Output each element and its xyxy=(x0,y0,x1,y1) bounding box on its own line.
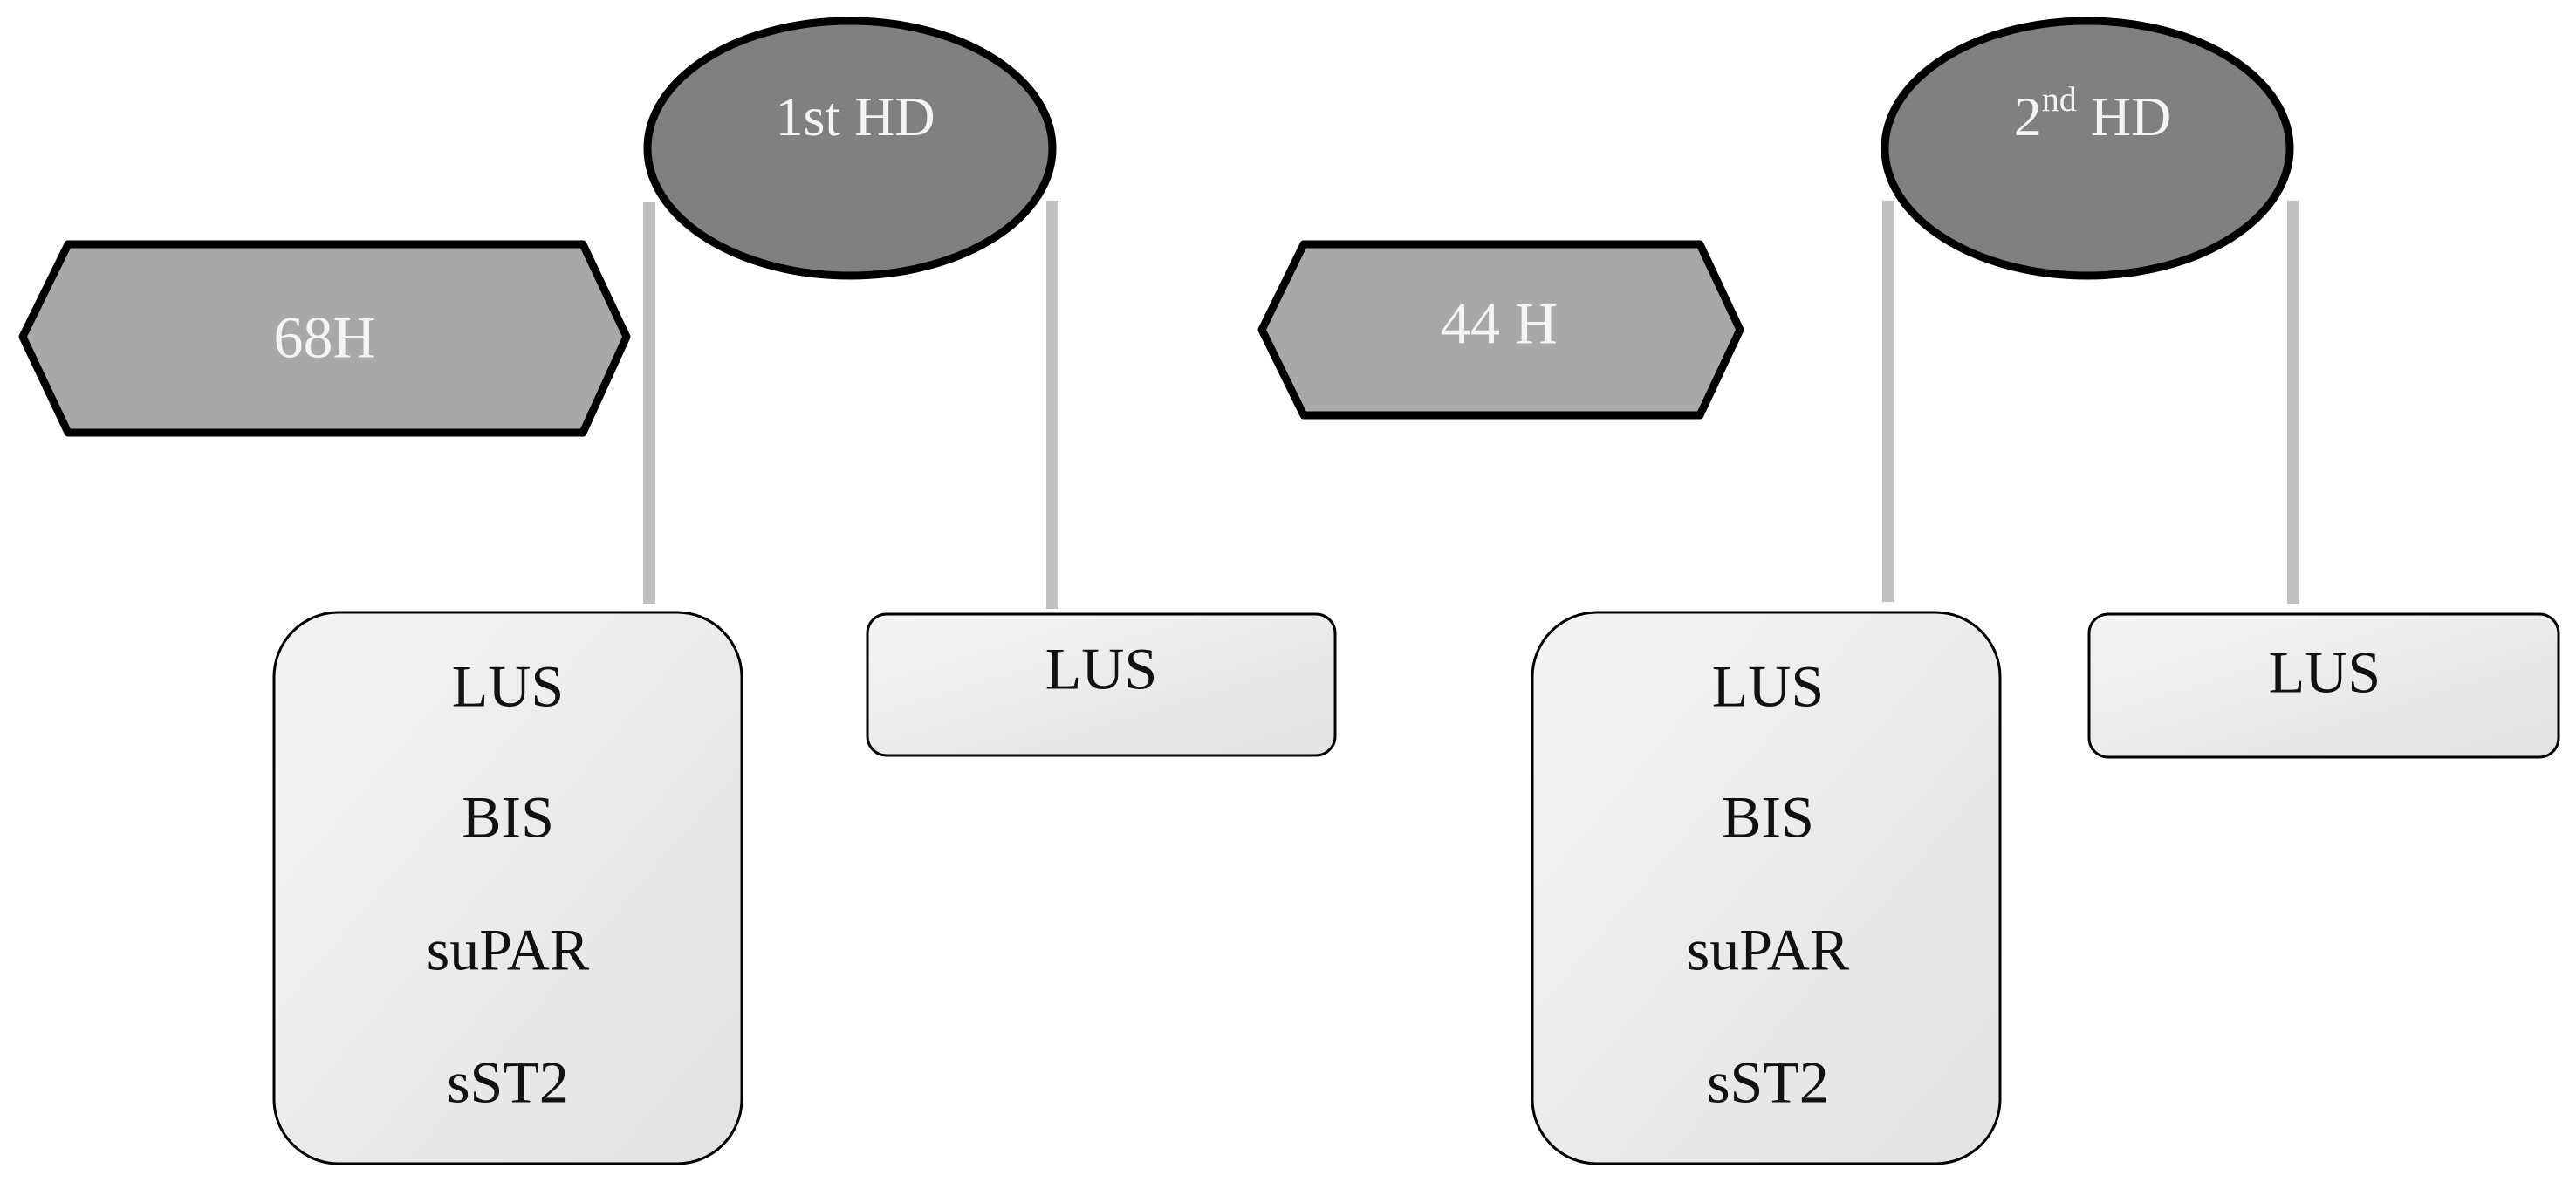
second-hd-sup: nd xyxy=(2042,79,2077,119)
pre-hd-measurements-box-1: LUS BIS suPAR sST2 xyxy=(272,611,743,1165)
post-hd-measurements-box-1: LUS xyxy=(866,612,1337,757)
pre-hd-1-item-supar: suPAR xyxy=(427,917,590,983)
pre-hd-2-item-lus: LUS xyxy=(1712,653,1824,720)
second-hd-suffix: HD xyxy=(2077,85,2171,147)
session-2: 44 H 2nd HD LUS BIS suPAR sST2 LUS xyxy=(1257,17,2560,1165)
pre-hd-1-item-lus: LUS xyxy=(452,653,564,720)
second-hd-label: 2nd HD xyxy=(2014,79,2171,147)
first-hd-ellipse: 1st HD xyxy=(643,17,1057,280)
first-hd-label: 1st HD xyxy=(775,85,935,147)
interval-68h-shape: 68H xyxy=(18,240,631,437)
second-hd-ellipse: 2nd HD xyxy=(1881,17,2294,280)
pre-hd-measurements-box-2: LUS BIS suPAR sST2 xyxy=(1531,611,2002,1165)
post-hd-measurements-box-2: LUS xyxy=(2087,612,2560,759)
session-1: 68H 1st HD LUS BIS suPAR sST2 LUS xyxy=(18,17,1337,1165)
interval-label-44h: 44 H xyxy=(1441,290,1558,357)
interval-label-68h: 68H xyxy=(273,304,375,371)
post-hd-1-item-lus: LUS xyxy=(1045,636,1157,702)
pre-hd-2-item-bis: BIS xyxy=(1722,784,1814,851)
interval-44h-shape: 44 H xyxy=(1257,240,1744,420)
pre-hd-2-item-sst2: sST2 xyxy=(1707,1049,1829,1116)
first-hd-suffix: HD xyxy=(840,85,935,147)
pre-hd-1-item-sst2: sST2 xyxy=(447,1049,569,1116)
post-hd-2-item-lus: LUS xyxy=(2269,639,2381,706)
first-hd-prefix: 1st xyxy=(775,85,840,147)
pre-hd-1-item-bis: BIS xyxy=(462,784,554,851)
pre-hd-2-item-supar: suPAR xyxy=(1687,917,1850,983)
second-hd-prefix: 2 xyxy=(2014,85,2042,147)
